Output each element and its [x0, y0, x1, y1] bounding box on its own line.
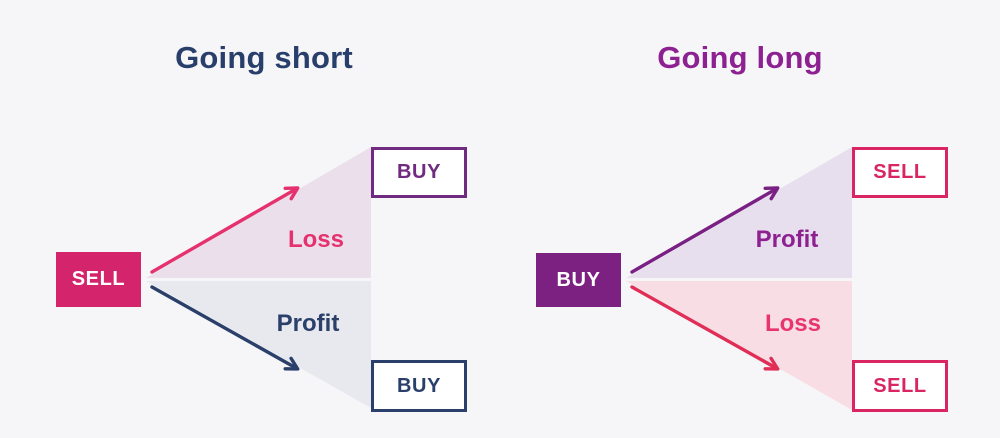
short-exit-top-buy-box: BUY — [371, 147, 467, 198]
long-loss-label: Loss — [764, 310, 821, 337]
short-loss-label: Loss — [287, 226, 344, 253]
long-entry-buy-box: BUY — [536, 253, 621, 307]
short-profit-wedge — [146, 281, 371, 408]
long-profit-wedge — [626, 147, 852, 278]
long-exit-bottom-sell-box: SELL — [852, 360, 948, 412]
long-exit-top-sell-box: SELL — [852, 147, 948, 198]
long-loss-arrow — [630, 285, 780, 371]
going-long-title: Going long — [657, 40, 823, 75]
short-loss-arrow — [150, 186, 300, 274]
short-profit-arrow — [150, 285, 300, 371]
going-short-title: Going short — [175, 40, 353, 75]
short-exit-bottom-buy-box: BUY — [371, 360, 467, 412]
long-profit-label: Profit — [755, 226, 819, 253]
long-profit-arrow — [630, 186, 780, 274]
short-entry-sell-box: SELL — [56, 252, 141, 307]
short-profit-label: Profit — [276, 310, 340, 337]
